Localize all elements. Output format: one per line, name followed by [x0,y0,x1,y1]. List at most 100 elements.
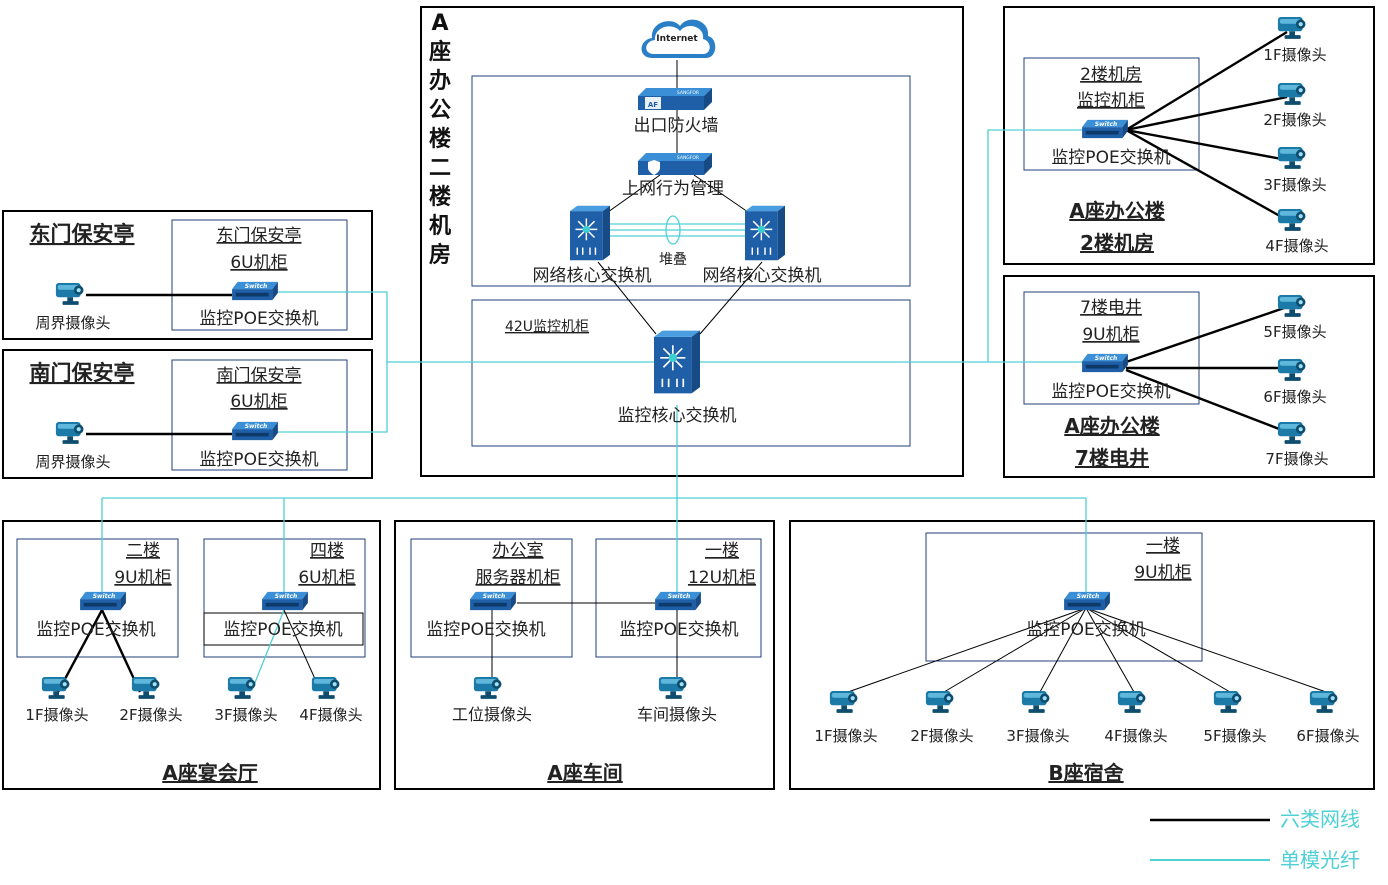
south-gate-box [2,349,373,479]
brand-badge-2: SANGFOR [677,155,699,161]
a7f-poe-switch-icon: Switch [1082,353,1128,373]
switch-badge: Switch [245,283,268,290]
a-7f-well-box [1003,275,1375,478]
camera-label: 5F摄像头 [1203,727,1266,745]
banquet-switch1-label: 监控POE交换机 [36,620,155,640]
east-camera-icon [55,283,84,305]
camera-label: 1F摄像头 [814,727,877,745]
dorm-camera-2f-icon [925,691,954,713]
a7f-camera-6f-icon [1277,359,1306,381]
a2f-switch-label: 监控POE交换机 [1051,148,1170,168]
switch-badge: Switch [1095,355,1118,362]
workshop-cab1-l1: 办公室 [493,541,544,561]
banquet-camera-4f-icon [311,677,340,699]
banquet-cab1-box [16,538,179,658]
workshop-camera2-icon [658,677,687,699]
camera-label: 4F摄像头 [1104,727,1167,745]
behavior-management-icon: SANGFOR [638,153,712,175]
dorm-camera-3f-icon [1021,691,1050,713]
south-cabinet-l1: 南门保安亭 [217,366,302,386]
switch-badge: Switch [668,593,691,600]
camera-label: 4F摄像头 [299,706,362,724]
banquet-cab2-l2: 6U机柜 [298,568,355,588]
south-cabinet-box [171,359,348,471]
a7f-title-l2: 7楼电井 [1075,446,1149,470]
workshop-cab2-l1: 一楼 [705,541,739,561]
switch-badge: Switch [1077,593,1100,600]
workshop-switch1-icon: Switch [470,591,516,611]
core-room-title-char: 座 [429,39,451,65]
dorm-camera-1f-icon [829,691,858,713]
core-switch-right-icon [745,205,785,261]
banquet-cab1-l1: 二楼 [126,541,160,561]
a7f-cabinet-l2: 9U机柜 [1082,325,1139,345]
dorm-cabinet-box [925,532,1203,662]
banquet-cab1-l2: 9U机柜 [114,568,171,588]
dorm-title: B座宿舍 [1048,761,1124,785]
monitor-core-switch-icon [654,330,700,394]
a-2f-room-box [1003,6,1375,265]
a2f-cabinet-l1: 2楼机房 [1080,65,1142,85]
south-camera-icon [55,422,84,444]
workshop-camera1-icon [473,677,502,699]
banquet-switch2-label: 监控POE交换机 [223,620,342,640]
a7f-camera-5f-icon [1277,295,1306,317]
core-room-title-char: 公 [429,98,451,123]
camera-label: 4F摄像头 [1265,237,1328,255]
a2f-camera-4f-icon [1277,209,1306,231]
af-badge: AF [648,101,658,109]
core-room-title-char: 机 [429,214,451,239]
a7f-camera-7f-icon [1277,422,1306,444]
workshop-cab2-l2: 12U机柜 [688,568,756,588]
core-room-title-char: 楼 [429,127,451,152]
workshop-cab1-l2: 服务器机柜 [476,568,561,588]
banquet-switch2-icon: Switch [262,591,308,611]
cabinet-42u-label: 42U监控机柜 [505,319,589,335]
dorm-switch-label: 监控POE交换机 [1026,620,1145,640]
dorm-cab-l2: 9U机柜 [1134,563,1191,583]
workshop-camera2-label: 车间摄像头 [637,705,717,724]
workshop-cab2-box [595,538,762,658]
east-gate-title: 东门保安亭 [30,222,135,246]
camera-label: 2F摄像头 [910,727,973,745]
legend-cat6: 六类网线 [1280,807,1360,831]
a7f-title-l1: A座办公楼 [1064,414,1159,438]
stack-label: 堆叠 [659,252,687,268]
switch-badge: Switch [93,593,116,600]
banquet-box [2,520,381,790]
a2f-poe-switch-icon: Switch [1082,119,1128,139]
workshop-camera1-label: 工位摄像头 [452,705,532,724]
a7f-cabinet-box [1023,291,1200,405]
core-room-title-char: A [431,11,448,36]
cabinet-42u-box [471,299,911,447]
a2f-title-l2: 2楼机房 [1080,231,1154,255]
east-cabinet-l2: 6U机柜 [230,253,287,273]
core-room-title-char: 办 [429,69,451,94]
dorm-camera-6f-icon [1309,691,1338,713]
core-room-title-char: 房 [429,242,451,268]
core-room-box [420,6,964,477]
south-camera-label: 周界摄像头 [35,453,110,471]
banquet-camera-1f-icon [41,677,70,699]
dorm-box [789,520,1375,790]
east-gate-box [2,210,373,340]
camera-label: 6F摄像头 [1263,388,1326,406]
dorm-cab-l1: 一楼 [1146,536,1180,556]
switch-badge: Switch [245,423,268,430]
south-poe-switch-icon: Switch [232,421,278,441]
switch-badge: Switch [275,593,298,600]
camera-label: 6F摄像头 [1296,727,1359,745]
workshop-switch2-label: 监控POE交换机 [619,620,738,640]
switch-badge: Switch [483,593,506,600]
camera-label: 2F摄像头 [1263,111,1326,129]
switch-badge: Switch [1095,121,1118,128]
brand-badge-1: SANGFOR [677,90,699,96]
behavior-label: 上网行为管理 [622,179,724,199]
camera-label: 5F摄像头 [1263,323,1326,341]
a7f-cabinet-l1: 7楼电井 [1080,298,1142,318]
a2f-camera-3f-icon [1277,147,1306,169]
workshop-box [394,520,775,790]
a2f-camera-2f-icon [1277,83,1306,105]
core-room-title-char: 楼 [429,185,451,210]
